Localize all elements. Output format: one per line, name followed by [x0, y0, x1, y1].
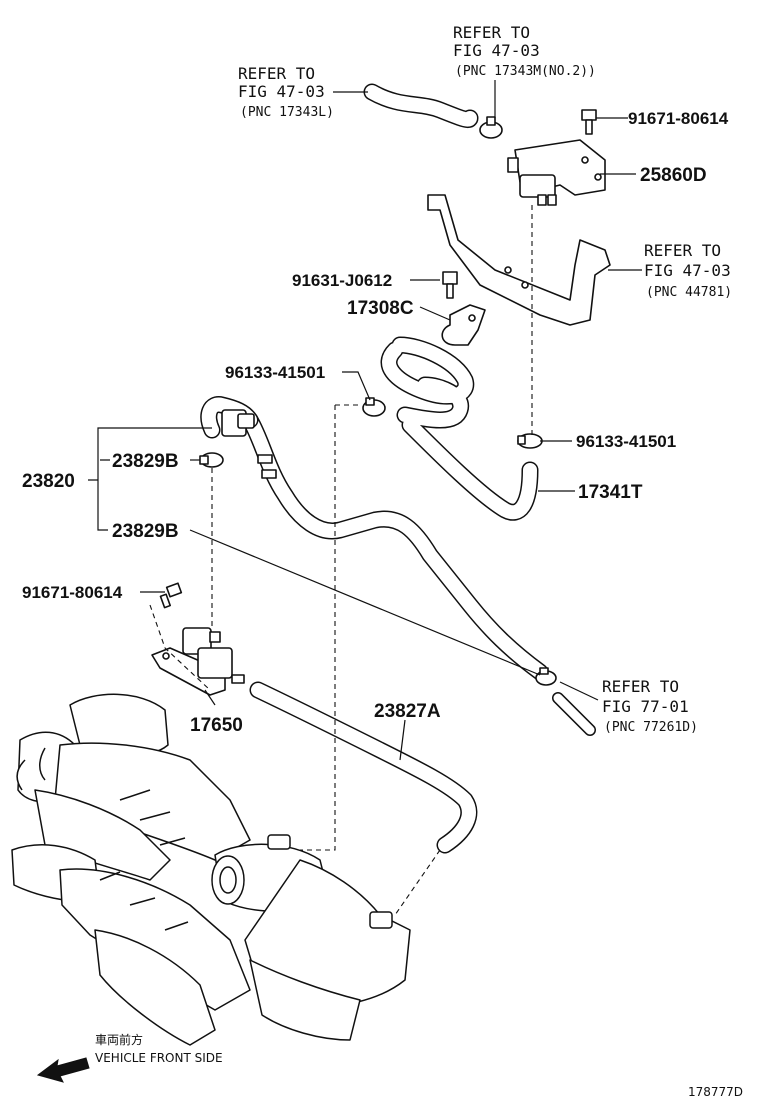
vehicle-front-label-jp: 車両前方	[95, 1032, 143, 1047]
ref-bracket-l1: REFER TO	[644, 241, 721, 260]
tube-77261D-reference	[552, 692, 596, 736]
ref-bottom-right-l2: FIG 77-01	[602, 697, 689, 716]
clamp-23829B-lower	[535, 667, 557, 686]
ref-bracket-l3: (PNC 44781)	[646, 285, 732, 300]
label-17650: 17650	[190, 715, 243, 736]
bracket-17308C	[441, 304, 486, 346]
hose-17341T	[380, 336, 539, 521]
bolt-91631-J0612	[442, 271, 458, 299]
hose-17343L-reference	[363, 83, 479, 129]
clamp-17343M-reference	[479, 116, 503, 139]
dashed-connection-lines	[149, 205, 533, 916]
ref-bottom-right-l1: REFER TO	[602, 677, 679, 696]
hose-connector-23820	[221, 409, 277, 479]
bolt-91671-80614-left	[159, 582, 183, 609]
hose-23827A	[249, 681, 478, 854]
label-91671-80614-top: 91671-80614	[628, 109, 729, 128]
bracket-44781-reference	[427, 194, 611, 326]
vsv-25860D	[507, 139, 606, 206]
ref-bottom-right-l3: (PNC 77261D)	[604, 720, 698, 735]
label-25860D: 25860D	[640, 165, 707, 186]
ref-top-center-l3: (PNC 17343M(NO.2))	[455, 64, 596, 79]
leader-lines	[88, 80, 642, 761]
vehicle-front-label-en: VEHICLE FRONT SIDE	[95, 1051, 223, 1065]
label-91671-80614-left: 91671-80614	[22, 583, 123, 602]
ref-top-left-l3: (PNC 17343L)	[240, 105, 334, 120]
figure-code: 178777D	[688, 1085, 743, 1099]
label-96133-41501-left: 96133-41501	[225, 363, 325, 382]
label-91631-J0612: 91631-J0612	[292, 271, 392, 290]
ref-top-center-l1: REFER TO	[453, 23, 530, 42]
label-96133-41501-right: 96133-41501	[576, 432, 676, 451]
ref-top-left-l1: REFER TO	[238, 64, 315, 83]
clamp-96133-41501-right	[517, 433, 543, 449]
hose-23820-assembly	[200, 396, 549, 681]
label-23829B-upper: 23829B	[112, 451, 179, 472]
vsv-17650	[151, 627, 245, 696]
label-23820: 23820	[22, 471, 75, 492]
label-23827A: 23827A	[374, 701, 441, 722]
engine-intake-manifold-drawing	[11, 693, 411, 1046]
ref-bracket-l2: FIG 47-03	[644, 261, 731, 280]
clamp-96133-41501-left	[362, 397, 386, 417]
ref-top-center-l2: FIG 47-03	[453, 41, 540, 60]
clamp-23829B-upper	[199, 452, 224, 468]
label-17308C: 17308C	[347, 298, 414, 319]
bolt-91671-80614-top	[581, 109, 597, 135]
vehicle-front-arrow-icon	[36, 1057, 90, 1083]
label-17341T: 17341T	[578, 482, 643, 503]
ref-top-left-l2: FIG 47-03	[238, 82, 325, 101]
label-23829B-lower: 23829B	[112, 521, 179, 542]
